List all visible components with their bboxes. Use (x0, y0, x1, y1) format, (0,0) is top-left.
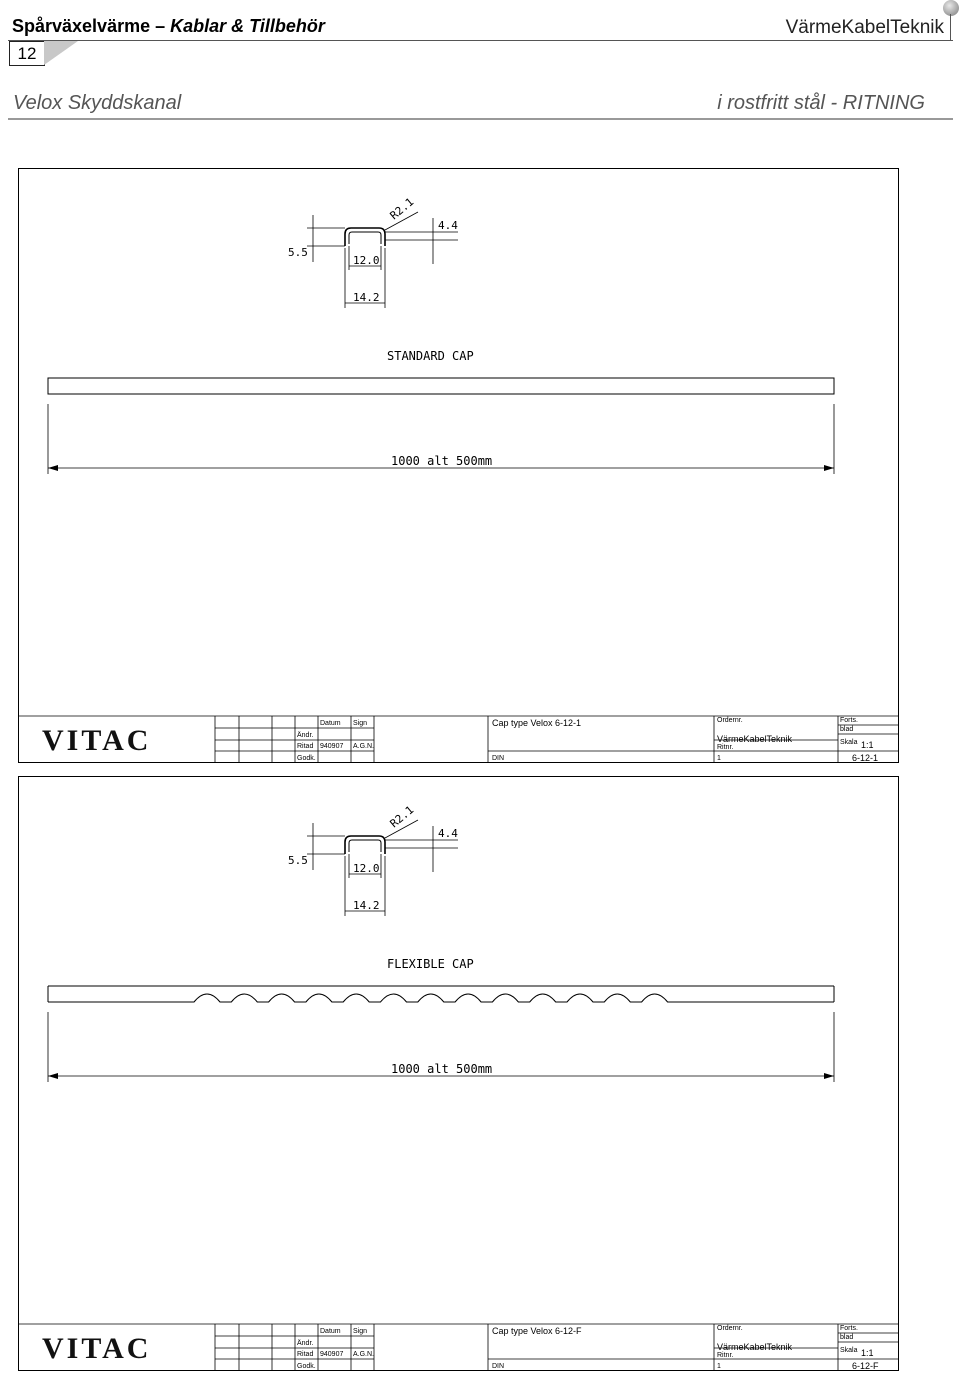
title-block (18, 715, 899, 763)
row-andr: Ändr. (297, 731, 313, 739)
dim-side: 5.5 (288, 246, 308, 259)
forts-label: Forts. (840, 1325, 858, 1332)
corner-ornament-line (950, 14, 951, 41)
dim-inner: 12.0 (353, 862, 380, 875)
drawing-number: 6-12-F (852, 1361, 879, 1371)
sheet-border (18, 168, 899, 763)
drawing-standard-cap: 5.5 4.4 12.0 14.2 R2.1 STANDARD CAP 1000… (18, 168, 900, 764)
length-label: 1000 alt 500mm (391, 454, 492, 468)
row-godk: Godk. (297, 755, 316, 762)
sheet-border (18, 776, 899, 1371)
section-title: Velox Skyddskanal (13, 92, 182, 114)
ritad-date: 940907 (320, 743, 343, 750)
arrow-left-icon (48, 465, 58, 471)
title-block (18, 1323, 899, 1371)
col-sign: Sign (353, 720, 367, 727)
length-label: 1000 alt 500mm (391, 1062, 492, 1076)
drawing-description: Cap type Velox 6-12-F (492, 1326, 582, 1336)
dim-height: 4.4 (438, 827, 458, 840)
dim-outer: 14.2 (353, 291, 380, 304)
row-andr: Ändr. (297, 1339, 313, 1347)
title-regular: Spårväxelvärme – (12, 16, 171, 36)
drawing-flexible-cap: 5.5 4.4 12.0 14.2 R2.1 FLEXIBLE CAP 1000… (18, 776, 900, 1372)
forts-label: Forts. (840, 717, 858, 724)
arrow-left-icon (48, 1073, 58, 1079)
drawing-standard: DIN (492, 1363, 504, 1370)
vitac-logo: VITAC (42, 724, 151, 757)
skala-label: Skala (840, 1347, 858, 1354)
dim-radius: R2.1 (388, 803, 417, 830)
cap-side-scalloped (48, 993, 834, 1003)
arrow-right-icon (824, 465, 834, 471)
row-godk: Godk. (297, 1363, 316, 1370)
section-subtitle: i rostfritt stål - RITNING (717, 92, 925, 114)
dim-outer: 14.2 (353, 899, 380, 912)
arrow-right-icon (824, 1073, 834, 1079)
row-ritad: Ritad (297, 743, 313, 750)
blad-label: blad (840, 1334, 853, 1341)
blad-label: blad (840, 726, 853, 733)
company-name: VärmeKabelTeknik (717, 734, 793, 744)
corner-ornament-icon (943, 0, 959, 16)
vitac-logo: VITAC (42, 1332, 151, 1365)
ritnr-value: 1 (717, 755, 721, 762)
drawing-sheet: 5.5 4.4 12.0 14.2 R2.1 STANDARD CAP 1000… (18, 168, 899, 763)
header-divider (8, 40, 953, 41)
brand-name: VärmeKabelTeknik (785, 17, 944, 38)
cap-side-view (47, 377, 835, 395)
dim-side: 5.5 (288, 854, 308, 867)
title-italic: Kablar & Tillbehör (170, 16, 325, 36)
skala-value: 1:1 (861, 1348, 874, 1358)
ritnr-label: Ritnr. (717, 1352, 733, 1359)
company-name: VärmeKabelTeknik (717, 1342, 793, 1352)
ritad-sign: A.G.N. (353, 743, 374, 750)
document-title: Spårväxelvärme – Kablar & Tillbehör (12, 16, 325, 37)
ritad-sign: A.G.N. (353, 1351, 374, 1358)
dim-inner: 12.0 (353, 254, 380, 267)
drawing-number: 6-12-1 (852, 753, 878, 763)
ritnr-value: 1 (717, 1363, 721, 1370)
cap-label: FLEXIBLE CAP (387, 957, 474, 971)
cap-profile (344, 835, 386, 854)
drawing-standard: DIN (492, 755, 504, 762)
page-tab-triangle (44, 41, 78, 65)
dimension-lines (307, 819, 458, 916)
ordernr-label: Ordernr. (717, 717, 743, 724)
col-datum: Datum (320, 1328, 341, 1335)
dim-radius: R2.1 (388, 195, 417, 222)
skala-value: 1:1 (861, 740, 874, 750)
drawing-description: Cap type Velox 6-12-1 (492, 718, 581, 728)
drawing-sheet: 5.5 4.4 12.0 14.2 R2.1 FLEXIBLE CAP 1000… (18, 776, 899, 1371)
cap-profile (344, 227, 386, 246)
row-ritad: Ritad (297, 1351, 313, 1358)
ritad-date: 940907 (320, 1351, 343, 1358)
dimension-lines (307, 211, 458, 308)
ordernr-label: Ordernr. (717, 1325, 743, 1332)
skala-label: Skala (840, 739, 858, 746)
col-datum: Datum (320, 720, 341, 727)
section-divider (8, 118, 953, 120)
cap-label: STANDARD CAP (387, 349, 474, 363)
page-number: 12 (9, 41, 45, 66)
ritnr-label: Ritnr. (717, 744, 733, 751)
dim-height: 4.4 (438, 219, 458, 232)
col-sign: Sign (353, 1328, 367, 1335)
